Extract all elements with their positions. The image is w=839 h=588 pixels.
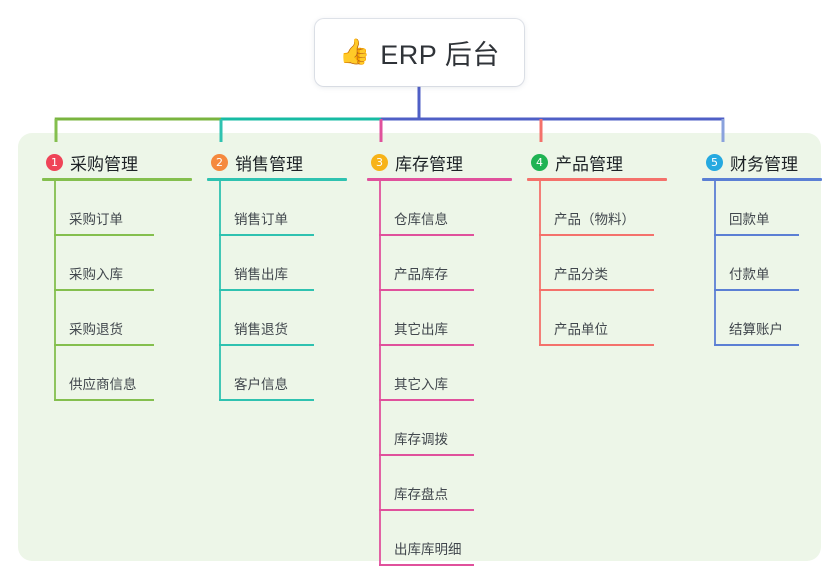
leaf-item[interactable]: 产品分类 <box>527 236 667 291</box>
branch-header-3[interactable]: 3 库存管理 <box>367 146 512 178</box>
leaf-label: 其它入库 <box>394 377 448 392</box>
leaf-underline <box>539 289 654 291</box>
branch-header-5[interactable]: 5 财务管理 <box>702 146 822 178</box>
leaf-item[interactable]: 销售出库 <box>207 236 347 291</box>
leaf-item[interactable]: 采购退货 <box>42 291 192 346</box>
leaf-item[interactable]: 采购订单 <box>42 181 192 236</box>
leaf-item[interactable]: 仓库信息 <box>367 181 512 236</box>
branch-number-badge: 2 <box>211 153 228 171</box>
leaf-item[interactable]: 结算账户 <box>702 291 822 346</box>
branch-column-4: 4 产品管理产品（物料） 产品分类产品单位 <box>527 146 667 346</box>
branch-column-3: 3 库存管理仓库信息产品库存其它出库其它入库库存调拨库存盘点出库库明细 <box>367 146 512 566</box>
branch-title: 销售管理 <box>235 154 303 174</box>
leaf-label: 产品库存 <box>394 267 448 282</box>
leaf-underline <box>379 344 474 346</box>
leaf-item[interactable]: 付款单 <box>702 236 822 291</box>
leaf-item[interactable]: 销售订单 <box>207 181 347 236</box>
leaf-underline <box>54 344 154 346</box>
leaf-label: 采购入库 <box>69 267 123 282</box>
branch-underline <box>42 178 192 181</box>
leaf-underline <box>54 234 154 236</box>
branch-number-badge: 1 <box>46 153 63 171</box>
leaf-item[interactable]: 供应商信息 <box>42 346 192 401</box>
leaf-item[interactable]: 其它出库 <box>367 291 512 346</box>
leaf-underline <box>714 234 799 236</box>
branch-underline <box>367 178 512 181</box>
leaf-item[interactable]: 其它入库 <box>367 346 512 401</box>
branch-title: 采购管理 <box>70 154 138 174</box>
leaf-label: 采购订单 <box>69 212 123 227</box>
leaf-item[interactable]: 库存调拨 <box>367 401 512 456</box>
leaf-label: 库存调拨 <box>394 432 448 447</box>
leaf-item[interactable]: 产品库存 <box>367 236 512 291</box>
leaf-label: 其它出库 <box>394 322 448 337</box>
leaf-item[interactable]: 回款单 <box>702 181 822 236</box>
leaf-item[interactable]: 库存盘点 <box>367 456 512 511</box>
leaf-label: 供应商信息 <box>69 377 137 392</box>
diagram-panel <box>18 133 821 561</box>
leaf-underline <box>219 344 314 346</box>
leaf-underline <box>379 399 474 401</box>
leaf-label: 付款单 <box>729 267 770 282</box>
leaf-item[interactable]: 客户信息 <box>207 346 347 401</box>
branch-column-1: 1 采购管理采购订单采购入库采购退货供应商信息 <box>42 146 192 401</box>
leaf-underline <box>54 289 154 291</box>
leaf-underline <box>54 399 154 401</box>
leaf-label: 采购退货 <box>69 322 123 337</box>
branch-column-2: 2 销售管理销售订单销售出库销售退货客户信息 <box>207 146 347 401</box>
leaf-underline <box>219 234 314 236</box>
leaf-label: 仓库信息 <box>394 212 448 227</box>
root-node[interactable]: 👍 ERP 后台 <box>315 19 524 86</box>
leaf-underline <box>714 289 799 291</box>
branch-number-badge: 3 <box>371 153 388 171</box>
leaf-label: 回款单 <box>729 212 770 227</box>
branch-header-1[interactable]: 1 采购管理 <box>42 146 192 178</box>
leaf-label: 销售退货 <box>234 322 288 337</box>
leaf-item[interactable]: 出库库明细 <box>367 511 512 566</box>
leaf-label: 库存盘点 <box>394 487 448 502</box>
branch-underline <box>207 178 347 181</box>
leaf-underline <box>379 564 474 566</box>
branch-header-4[interactable]: 4 产品管理 <box>527 146 667 178</box>
branch-header-2[interactable]: 2 销售管理 <box>207 146 347 178</box>
leaf-label: 产品分类 <box>554 267 608 282</box>
leaf-label: 出库库明细 <box>394 542 462 557</box>
leaf-label: 销售出库 <box>234 267 288 282</box>
leaf-underline <box>539 234 654 236</box>
leaf-label: 销售订单 <box>234 212 288 227</box>
thumbs-up-icon: 👍 <box>339 38 371 66</box>
branch-title: 财务管理 <box>730 154 798 174</box>
leaf-item[interactable]: 产品单位 <box>527 291 667 346</box>
leaf-item[interactable]: 采购入库 <box>42 236 192 291</box>
branch-column-5: 5 财务管理回款单付款单结算账户 <box>702 146 822 346</box>
leaf-label: 客户信息 <box>234 377 288 392</box>
branch-title: 库存管理 <box>395 154 463 174</box>
leaf-item[interactable]: 产品（物料） <box>527 181 667 236</box>
branch-number-badge: 5 <box>706 153 723 171</box>
branch-underline <box>527 178 667 181</box>
root-title: ERP 后台 <box>380 40 500 70</box>
leaf-label: 产品（物料） <box>554 212 635 227</box>
branch-title: 产品管理 <box>555 154 623 174</box>
leaf-label: 产品单位 <box>554 322 608 337</box>
leaf-underline <box>219 399 314 401</box>
leaf-label: 结算账户 <box>729 322 783 337</box>
leaf-underline <box>379 289 474 291</box>
leaf-underline <box>219 289 314 291</box>
leaf-item[interactable]: 销售退货 <box>207 291 347 346</box>
leaf-underline <box>539 344 654 346</box>
branch-number-badge: 4 <box>531 153 548 171</box>
leaf-underline <box>379 234 474 236</box>
branch-underline <box>702 178 822 181</box>
leaf-underline <box>379 509 474 511</box>
leaf-underline <box>379 454 474 456</box>
leaf-underline <box>714 344 799 346</box>
